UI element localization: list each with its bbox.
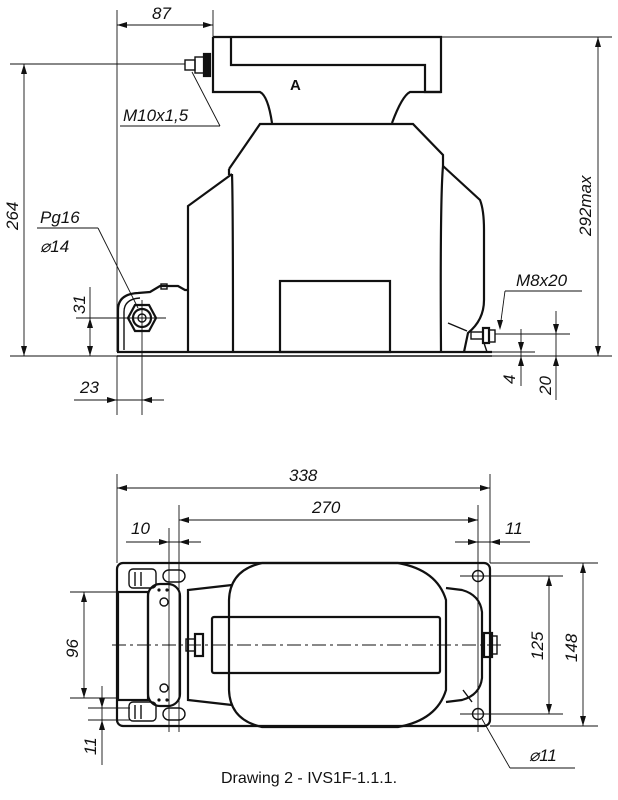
dim-m10: M10x1,5 bbox=[123, 106, 189, 125]
dim-23: 23 bbox=[79, 378, 99, 397]
dim-270: 270 bbox=[311, 498, 341, 517]
dim-11-bottom: 11 bbox=[81, 737, 100, 755]
dim-10: 10 bbox=[131, 519, 150, 538]
dim-20: 20 bbox=[536, 376, 555, 396]
dim-dia14: ⌀14 bbox=[40, 237, 69, 256]
dim-292max: 292max bbox=[576, 175, 595, 237]
dim-96: 96 bbox=[63, 639, 82, 658]
dim-31: 31 bbox=[70, 295, 89, 314]
drawing-caption: Drawing 2 - IVS1F-1.1.1. bbox=[220, 770, 398, 787]
dim-pg16: Pg16 bbox=[40, 208, 80, 227]
dim-dia11: ⌀11 bbox=[529, 746, 557, 765]
dim-87: 87 bbox=[152, 4, 171, 23]
dim-4: 4 bbox=[500, 375, 519, 384]
dim-338: 338 bbox=[289, 466, 318, 485]
dim-264: 264 bbox=[3, 202, 22, 231]
side-view: A 87 bbox=[3, 4, 612, 415]
dim-148: 148 bbox=[562, 633, 581, 662]
label-a: A bbox=[290, 77, 301, 94]
dim-m8x20: M8x20 bbox=[516, 271, 568, 290]
dim-125: 125 bbox=[528, 631, 547, 660]
plan-view: 338 270 10 11 96 11 bbox=[63, 466, 598, 769]
dim-11-right: 11 bbox=[505, 519, 523, 538]
